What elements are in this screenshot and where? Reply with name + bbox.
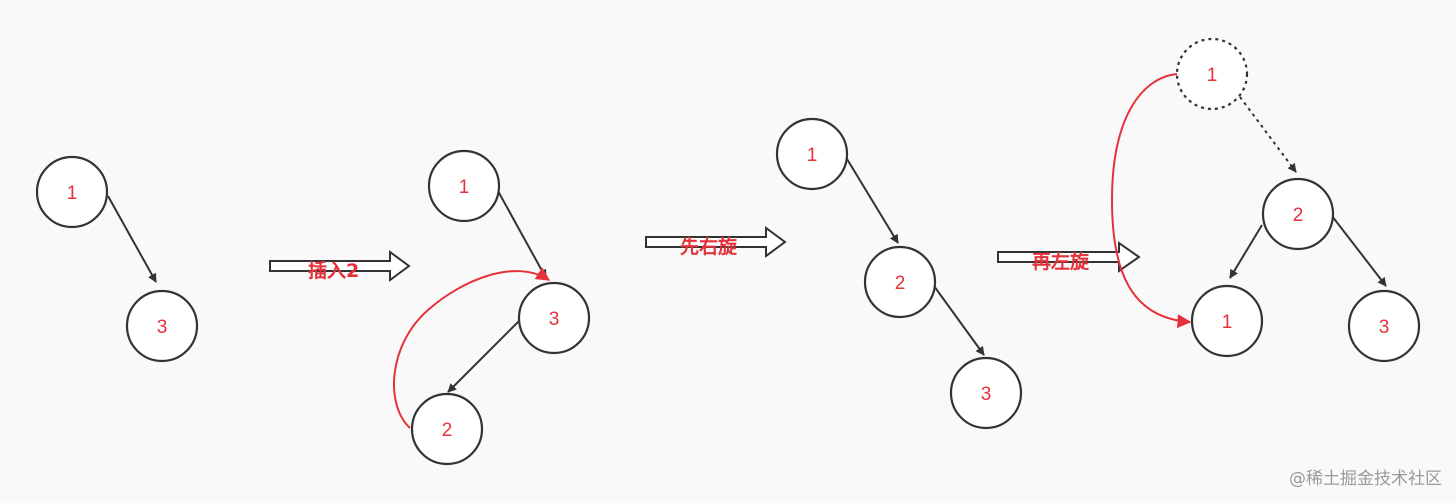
tree-node: 1 bbox=[1190, 284, 1264, 358]
arrow-label: 插入2 bbox=[308, 260, 359, 282]
edge-1-to-2-dashed bbox=[1239, 96, 1297, 173]
hollow-arrow-icon bbox=[645, 226, 787, 258]
stage-4: 1 2 1 3 bbox=[1110, 37, 1421, 363]
edge-1-to-3 bbox=[497, 190, 547, 279]
edge-1-to-3 bbox=[107, 195, 157, 283]
node-label: 1 bbox=[67, 183, 78, 204]
transition-arrow-insert: 插入2 bbox=[269, 250, 411, 282]
tree-node: 2 bbox=[410, 392, 484, 466]
hollow-arrow-icon bbox=[269, 250, 411, 282]
tree-node: 1 bbox=[427, 149, 501, 223]
node-label: 1 bbox=[1207, 65, 1218, 86]
transition-arrow-left-rotate: 再左旋 bbox=[997, 241, 1141, 273]
stage-1: 1 3 bbox=[35, 155, 199, 363]
tree-node: 1 bbox=[775, 117, 849, 191]
node-label: 2 bbox=[1293, 205, 1304, 226]
hollow-arrow-icon bbox=[997, 241, 1141, 273]
rotation-curve bbox=[1110, 73, 1192, 329]
tree-node-removed: 1 bbox=[1175, 37, 1249, 111]
arrow-label: 先右旋 bbox=[680, 235, 738, 258]
stage-3: 1 2 3 bbox=[775, 117, 1023, 430]
tree-node: 3 bbox=[949, 356, 1023, 430]
tree-node: 1 bbox=[35, 155, 109, 229]
node-label: 2 bbox=[442, 420, 453, 441]
arrow-label: 再左旋 bbox=[1032, 250, 1090, 273]
node-label: 1 bbox=[807, 145, 818, 166]
node-label: 2 bbox=[895, 273, 906, 294]
tree-node: 3 bbox=[517, 281, 591, 355]
node-label: 3 bbox=[157, 317, 168, 338]
node-label: 3 bbox=[981, 384, 992, 405]
edge-2-to-3 bbox=[933, 285, 985, 356]
rotation-curve bbox=[393, 267, 551, 429]
transition-arrow-right-rotate: 先右旋 bbox=[645, 226, 787, 258]
stage-2: 1 3 2 bbox=[393, 149, 591, 466]
node-label: 3 bbox=[549, 309, 560, 330]
edge-1-to-2 bbox=[846, 158, 899, 244]
edge-3-to-2 bbox=[447, 319, 521, 393]
tree-node: 2 bbox=[1261, 177, 1335, 251]
node-label: 1 bbox=[459, 177, 470, 198]
edge-2-to-1 bbox=[1229, 224, 1263, 279]
tree-node: 2 bbox=[863, 245, 937, 319]
tree-node: 3 bbox=[125, 289, 199, 363]
node-label: 3 bbox=[1379, 317, 1390, 338]
edge-2-to-3 bbox=[1331, 215, 1387, 287]
node-label: 1 bbox=[1222, 312, 1233, 333]
tree-node: 3 bbox=[1347, 289, 1421, 363]
watermark: @稀土掘金技术社区 bbox=[1289, 469, 1442, 489]
